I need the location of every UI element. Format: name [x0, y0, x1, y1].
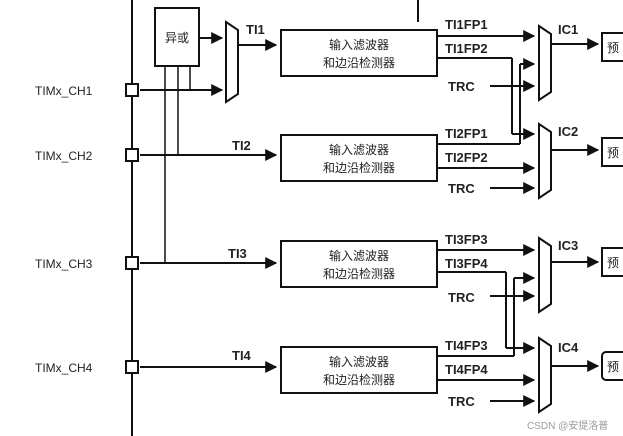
- pin-label-ch3: TIMx_CH3: [35, 257, 93, 271]
- prescaler-label-ch3: 预: [607, 256, 619, 270]
- fp-a-label-ch2: TI2FP1: [445, 126, 488, 141]
- ic-label-ch3: IC3: [558, 238, 578, 253]
- filter-box-ch2: [280, 134, 438, 182]
- ic-label-ch4: IC4: [558, 340, 579, 355]
- xor-gate-label: 异或: [165, 31, 189, 45]
- trc-label-ch1: TRC: [448, 79, 475, 94]
- ti-label-ch2: TI2: [232, 138, 251, 153]
- trc-label-ch3: TRC: [448, 290, 475, 305]
- trc-label-ch4: TRC: [448, 394, 475, 409]
- pin-pad-ch1: [125, 83, 139, 97]
- watermark: CSDN @安提洛普: [527, 419, 608, 432]
- pin-label-ch1: TIMx_CH1: [35, 84, 93, 98]
- prescaler-box-ch1: [601, 32, 623, 62]
- prescaler-label-ch2: 预: [607, 146, 619, 160]
- pin-label-ch4: TIMx_CH4: [35, 361, 93, 375]
- ic-label-ch1: IC1: [558, 22, 578, 37]
- pin-pad-ch4: [125, 360, 139, 374]
- filter-label-line2-ch1: 和边沿检测器: [323, 55, 395, 70]
- pin-label-ch2: TIMx_CH2: [35, 149, 93, 163]
- filter-box-ch1: [280, 29, 438, 77]
- filter-label-line2-ch4: 和边沿检测器: [323, 372, 395, 387]
- filter-label-line2-ch2: 和边沿检测器: [323, 160, 395, 175]
- filter-box-ch3: [280, 240, 438, 288]
- prescaler-box-ch2: [601, 137, 623, 167]
- pin-pad-ch3: [125, 256, 139, 270]
- prescaler-label-ch1: 预: [607, 41, 619, 55]
- filter-label-line1-ch3: 输入滤波器: [329, 248, 389, 263]
- ic-mux-ch3: [538, 236, 552, 314]
- fp-a-label-ch1: TI1FP1: [445, 17, 488, 32]
- ti-label-ch4: TI4: [232, 348, 252, 363]
- filter-label-line1-ch4: 输入滤波器: [329, 354, 389, 369]
- fp-b-label-ch4: TI4FP4: [445, 362, 488, 377]
- ic-mux-ch1: [538, 24, 552, 102]
- trc-label-ch2: TRC: [448, 181, 475, 196]
- filter-label-line1-ch1: 输入滤波器: [329, 37, 389, 52]
- prescaler-box-ch4: [601, 351, 623, 381]
- fp-b-label-ch1: TI1FP2: [445, 41, 488, 56]
- prescaler-box-ch3: [601, 247, 623, 277]
- ti1-selector-mux: [225, 20, 239, 104]
- fp-b-label-ch3: TI3FP4: [445, 256, 488, 271]
- prescaler-label-ch4: 预: [607, 360, 619, 374]
- filter-box-ch4: [280, 346, 438, 394]
- ti-label-ch3: TI3: [228, 246, 247, 261]
- pin-pad-ch2: [125, 148, 139, 162]
- fp-b-label-ch2: TI2FP2: [445, 150, 488, 165]
- fp-a-label-ch3: TI3FP3: [445, 232, 488, 247]
- ic-mux-ch4: [538, 336, 552, 414]
- fp-a-label-ch4: TI4FP3: [445, 338, 488, 353]
- ic-mux-ch2: [538, 122, 552, 200]
- filter-label-line2-ch3: 和边沿检测器: [323, 266, 395, 281]
- filter-label-line1-ch2: 输入滤波器: [329, 142, 389, 157]
- ic-label-ch2: IC2: [558, 124, 578, 139]
- ti-label-ch1: TI1: [246, 22, 265, 37]
